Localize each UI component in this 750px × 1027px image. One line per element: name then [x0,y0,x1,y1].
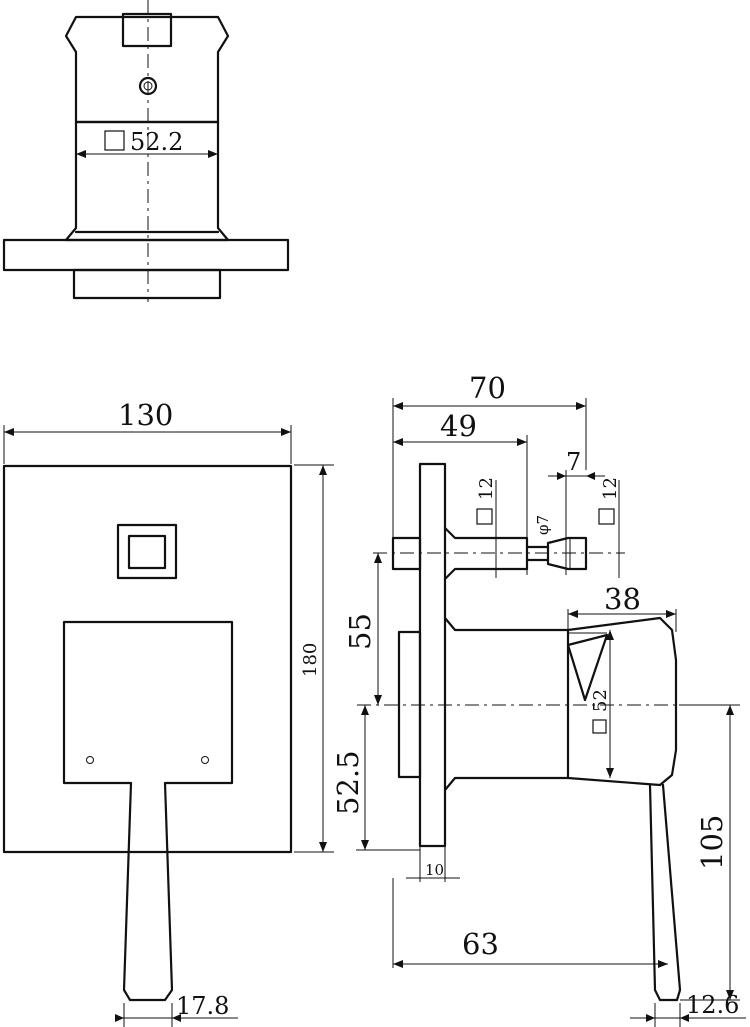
dim-top-square: 52.2 [130,128,183,156]
front-view-screw-right [201,756,209,764]
front-view: 130 180 17.8 [2,398,334,1027]
front-view-diverter-knob [116,523,178,580]
dim-front-lever-width: 17.8 [176,992,229,1020]
dim-side-lower-offset: 52.5 [331,750,365,815]
side-view-valve-body [443,616,570,792]
dim-side-square-right: 12 [600,477,621,500]
dim-side-plate-thickness: 10 [425,861,444,879]
side-view-wall-plate [418,462,447,848]
top-view-cartridge-head [64,15,230,124]
front-view-screw-left [86,756,94,764]
dim-side-body-square: 52 [590,689,611,712]
dim-front-width: 130 [118,398,173,432]
side-view-diverter-knob [546,536,588,571]
dim-side-lever-drop: 105 [695,815,729,870]
dim-side-depth-stem: 49 [440,409,477,443]
dim-side-diameter: φ7 [534,515,552,535]
front-view-plate [2,464,293,854]
top-view-stem-block [121,12,173,48]
top-view-sleeve [72,268,222,300]
side-view: 70 49 7 12 12 φ7 55 [331,371,746,1027]
front-view-lever-handle [62,620,234,1002]
dim-side-depth-total: 70 [469,371,506,405]
side-view-lever-arm [648,783,682,1002]
top-view: 52.2 [2,0,290,302]
dim-side-lever-reach: 63 [462,927,499,961]
dim-side-knob-length: 7 [566,448,581,476]
top-view-wall-plate [2,238,290,272]
dim-side-square-left: 12 [476,477,497,500]
dim-side-lever-width: 12.6 [686,991,739,1019]
side-view-lever-hub [566,616,678,787]
dim-front-height: 180 [300,643,321,677]
dim-side-upper-offset: 55 [343,613,377,650]
dim-side-body-length: 38 [604,582,641,616]
